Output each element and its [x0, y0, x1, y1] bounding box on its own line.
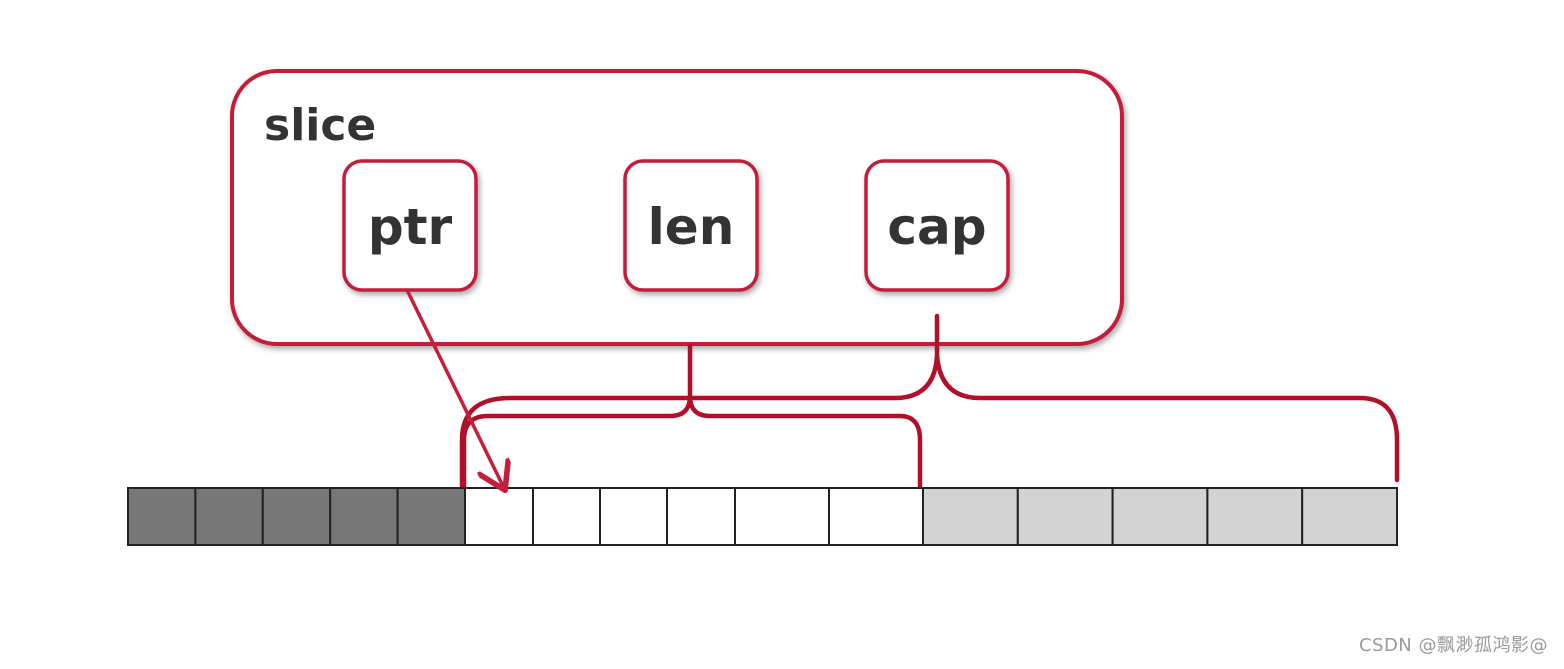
array-cell-in-len: [599, 487, 668, 546]
array-cell-beyond-len: [1206, 487, 1304, 546]
watermark: CSDN @飘渺孤鸿影@: [1358, 635, 1548, 656]
array-cell-in-len: [666, 487, 736, 546]
array-cell-before-ptr: [329, 487, 399, 546]
array-cell-in-len: [734, 487, 830, 546]
array-cell-before-ptr: [396, 487, 467, 546]
underlying-array: [127, 487, 1398, 546]
len-field: len: [623, 159, 759, 292]
len-label: len: [648, 198, 735, 256]
ptr-label: ptr: [368, 198, 453, 256]
cap-brace: [459, 313, 1400, 489]
cap-field: cap: [864, 159, 1010, 292]
cap-label: cap: [887, 198, 986, 256]
array-cell-in-len: [532, 487, 601, 546]
array-cell-before-ptr: [194, 487, 264, 546]
len-brace: [461, 343, 923, 489]
array-cell-before-ptr: [261, 487, 332, 546]
array-cell-in-len: [464, 487, 534, 546]
array-cell-beyond-len: [1301, 487, 1398, 546]
slice-label: slice: [264, 100, 376, 151]
array-cell-before-ptr: [127, 487, 197, 546]
ptr-field: ptr: [342, 159, 478, 292]
array-cell-in-len: [828, 487, 924, 546]
array-cell-beyond-len: [1111, 487, 1209, 546]
array-cell-beyond-len: [922, 487, 1019, 546]
array-cell-beyond-len: [1016, 487, 1114, 546]
ptr-arrow: [406, 290, 502, 484]
